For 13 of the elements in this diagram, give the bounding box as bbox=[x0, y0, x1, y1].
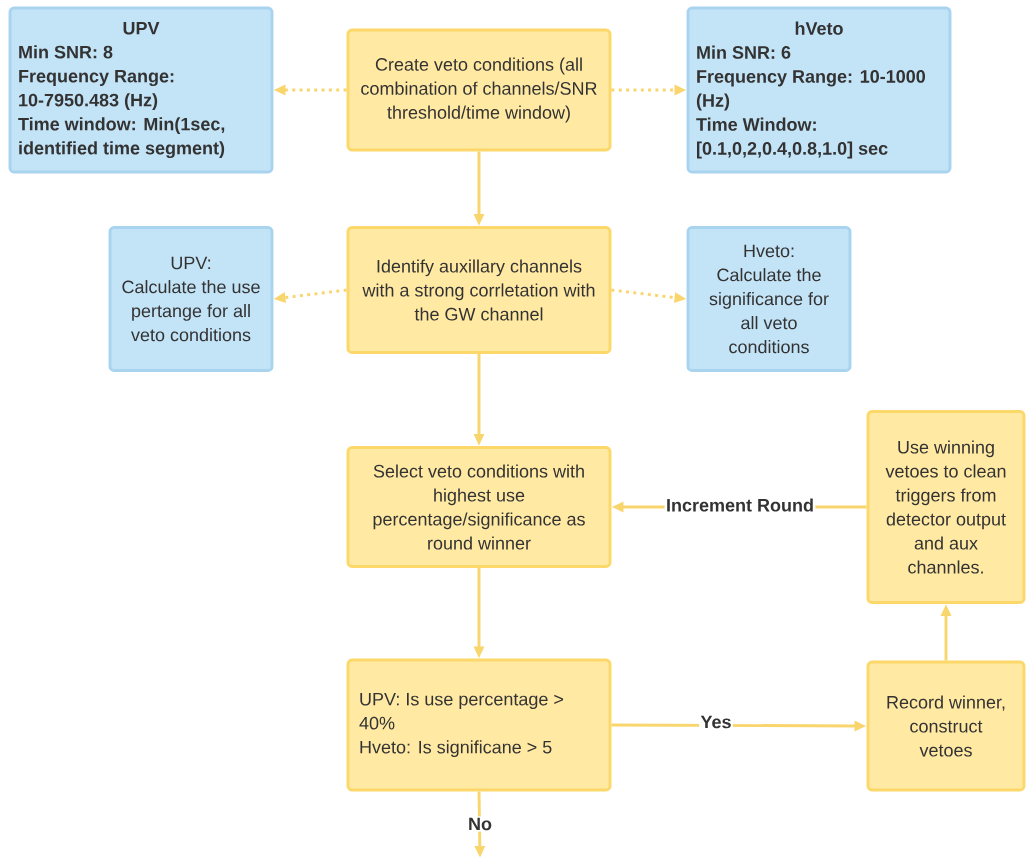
process-box: UPV: Is use percentage > 40% Hveto: Is significane > 5 bbox=[346, 658, 612, 792]
edge-label: Yes bbox=[699, 714, 733, 730]
edge-label: No bbox=[466, 816, 494, 832]
process-box: Record winner, construct vetoes bbox=[866, 660, 1026, 792]
process-box: Hveto: Calculate the significance for all veto conditions bbox=[686, 226, 852, 372]
process-box: Use winning vetoes to clean triggers from detector output and aux channles. bbox=[866, 410, 1026, 604]
process-box: Identify auxillary channels with a strong corrletation with the GW channel bbox=[346, 226, 612, 354]
process-box: UPV Min SNR: 8 Frequency Range: 10-7950.483 (Hz) Time window: Min(1sec, identified time segment) bbox=[8, 6, 274, 174]
process-box: UPV: Calculate the use pertange for all veto conditions bbox=[108, 226, 274, 372]
process-box: Create veto conditions (all combination of channels/SNR threshold/time window) bbox=[346, 28, 612, 152]
process-box: Select veto conditions with highest use percentage/significance as round winner bbox=[346, 446, 612, 568]
process-box: hVeto Min SNR: 6 Frequency Range: 10-1000 (Hz) Time Window: [0.1,0,2,0.4,0.8,1.0] sec bbox=[686, 6, 952, 174]
edge-label: Increment Round bbox=[664, 497, 816, 513]
